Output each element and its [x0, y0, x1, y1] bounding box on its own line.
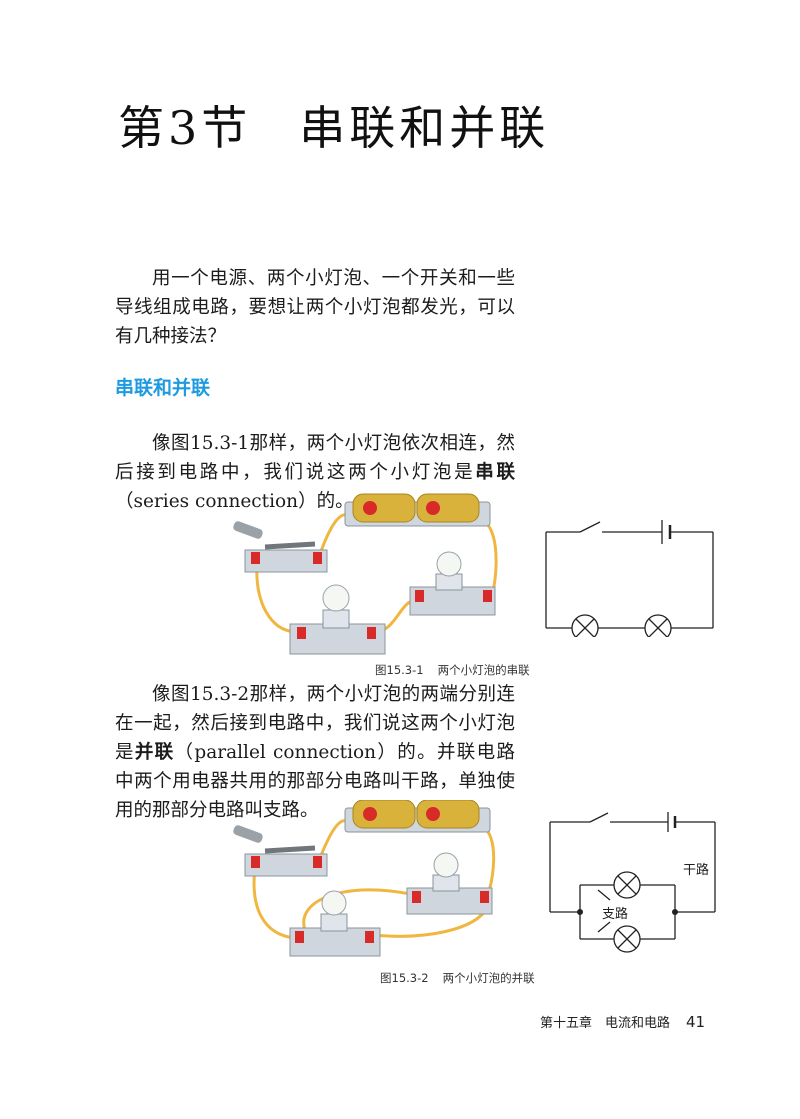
lamp-symbol-icon: [613, 925, 641, 953]
wire: [482, 518, 498, 593]
terminal: [313, 856, 322, 868]
battery-cell: [416, 493, 480, 523]
wire: [481, 824, 496, 899]
lamp-symbol-icon: [571, 614, 599, 637]
terminal: [483, 590, 492, 602]
parallel-text-before: 像图15.3-2那样，两个小灯泡的两端分别连在一起，然后接到电路中，我们说这两个…: [115, 684, 515, 763]
parallel-term: 并联: [134, 742, 175, 763]
figure1-caption: 图15.3-1 两个小灯泡的串联: [375, 662, 530, 678]
lamp-base: [406, 887, 493, 915]
lamp-socket: [320, 913, 348, 932]
terminal: [251, 856, 260, 868]
parallel-circuit-illustration: [233, 800, 496, 957]
battery-cell: [416, 800, 480, 829]
plus-marker-icon: [363, 807, 377, 821]
figure1-text: 两个小灯泡的串联: [437, 663, 530, 677]
section-name: 串联和并联: [299, 101, 550, 155]
switch-lever: [264, 845, 316, 854]
terminal: [365, 931, 374, 943]
terminal: [297, 627, 306, 639]
series-paragraph: 像图15.3-1那样，两个小灯泡依次相连，然后接到电路中，我们说这两个小灯泡是串…: [115, 429, 515, 516]
figure2-number: 图15.3-2: [380, 971, 429, 985]
bulb-icon: [433, 852, 459, 878]
bulb-icon: [321, 890, 347, 916]
lamp-symbol-icon: [613, 871, 641, 899]
switch-handle: [233, 521, 263, 539]
wire: [252, 867, 296, 940]
wire: [372, 907, 489, 938]
terminal: [295, 931, 304, 943]
page-title: 第3节串联和并联: [118, 92, 549, 158]
figure2-caption: 图15.3-2 两个小灯泡的并联: [380, 970, 535, 986]
terminal: [367, 627, 376, 639]
series-text-before: 像图15.3-1那样，两个小灯泡依次相连，然后接到电路中，我们说这两个小灯泡是: [115, 433, 515, 483]
switch-base: [244, 549, 328, 573]
chapter-title: 第十五章 电流和电路: [540, 1016, 671, 1031]
battery-cell: [352, 493, 416, 523]
terminal: [251, 552, 260, 564]
switch-base: [244, 853, 328, 877]
bulb-icon: [436, 551, 462, 577]
switch-handle: [233, 825, 263, 843]
wire: [255, 563, 296, 634]
junction-dot: [577, 909, 583, 915]
figure1-number: 图15.3-1: [375, 663, 424, 677]
switch-lever: [264, 541, 316, 550]
junction-dot: [672, 909, 678, 915]
terminal: [412, 891, 421, 903]
lamp-base: [409, 586, 496, 616]
parallel-paragraph: 像图15.3-2那样，两个小灯泡的两端分别连在一起，然后接到电路中，我们说这两个…: [115, 680, 515, 825]
battery-cell: [352, 800, 416, 829]
plus-marker-icon: [426, 501, 440, 515]
main-circuit-label: 干路: [683, 862, 709, 878]
page-number: 41: [686, 1013, 706, 1031]
terminal: [313, 552, 322, 564]
series-circuit-schematic: [545, 520, 714, 637]
branch-circuit-label: 支路: [602, 906, 628, 922]
parallel-circuit-schematic: 干路 支路: [549, 812, 716, 953]
series-term: 串联: [475, 462, 515, 483]
subheading: 串联和并联: [115, 377, 211, 399]
plus-marker-icon: [426, 807, 440, 821]
plus-marker-icon: [363, 501, 377, 515]
terminal: [415, 590, 424, 602]
lamp-socket: [322, 609, 350, 629]
wire: [302, 888, 416, 931]
section-number: 第3节: [118, 101, 252, 155]
bulb-icon: [322, 584, 350, 612]
figure2-text: 两个小灯泡的并联: [442, 971, 535, 985]
lamp-symbol-icon: [644, 614, 672, 637]
page-footer: 第十五章 电流和电路 41: [540, 1012, 705, 1031]
intro-paragraph: 用一个电源、两个小灯泡、一个开关和一些导线组成电路，要想让两个小灯泡都发光，可以…: [115, 268, 515, 347]
parallel-text-after: （parallel connection）的。并联电路中两个用电器共用的那部分电…: [115, 742, 515, 821]
terminal: [480, 891, 489, 903]
series-circuit-illustration: [233, 493, 498, 655]
series-text-after: （series connection）的。: [115, 491, 354, 512]
